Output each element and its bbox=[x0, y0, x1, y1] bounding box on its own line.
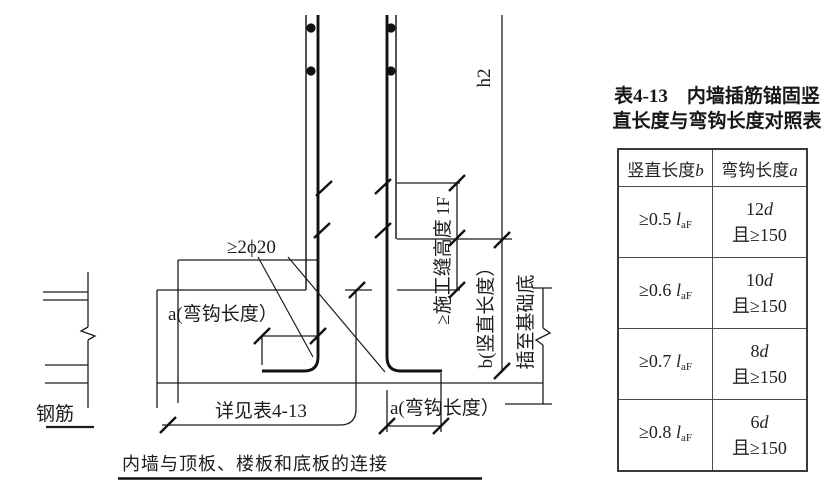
break-symbol bbox=[534, 327, 552, 346]
header-hook-length: 弯钩长度a bbox=[712, 148, 808, 187]
table-header-row: 竖直长度b 弯钩长度a bbox=[617, 148, 808, 187]
first-floor-label: 1F bbox=[433, 196, 453, 215]
vertical-length-label: b(竖直长度） bbox=[475, 258, 497, 369]
lap-splice-ticks bbox=[313, 178, 392, 239]
dimension-lines bbox=[162, 15, 552, 432]
left-wall-break-symbol bbox=[43, 272, 97, 429]
cell-vertical-length: ≥0.7 laF bbox=[617, 328, 713, 400]
slab-lines bbox=[156, 259, 543, 408]
cell-vertical-length: ≥0.5 laF bbox=[617, 186, 713, 258]
h2-label: h2 bbox=[474, 69, 495, 88]
diagram-caption: 内墙与顶板、楼板和底板的连接 bbox=[122, 454, 388, 474]
leader-lines bbox=[257, 256, 386, 373]
see-table-leader bbox=[162, 290, 357, 426]
cell-vertical-length: ≥0.8 laF bbox=[617, 399, 713, 472]
table-title-line1: 表4-13 内墙插筋锚固竖 bbox=[614, 86, 820, 107]
table-title-line2: 直长度与弯钩长度对照表 bbox=[612, 111, 822, 132]
right-dowel-bar bbox=[385, 15, 442, 373]
dowel-bars bbox=[262, 15, 442, 373]
cell-vertical-length: ≥0.6 laF bbox=[617, 257, 713, 329]
table-title: 表4-13 内墙插筋锚固竖 直长度与弯钩长度对照表 bbox=[592, 84, 839, 134]
wall-rebar-lines bbox=[305, 15, 397, 290]
dimension-ticks bbox=[159, 174, 511, 435]
construction-joint-label: ≥施工缝高度 bbox=[432, 219, 454, 324]
to-foundation-label: 插至基础底 bbox=[515, 274, 537, 369]
hook-length-bottom-label: a(弯钩长度） bbox=[390, 397, 500, 419]
left-dowel-bar bbox=[262, 15, 320, 373]
see-table-label: 详见表4-13 bbox=[215, 400, 307, 422]
min-bars-label: ≥2ϕ20 bbox=[227, 237, 276, 258]
header-vertical-length: 竖直长度b bbox=[617, 148, 713, 187]
rebar-label: 钢筋 bbox=[36, 403, 74, 425]
splice-dots bbox=[306, 23, 396, 76]
hook-length-left-label: a(弯钩长度） bbox=[168, 303, 278, 325]
